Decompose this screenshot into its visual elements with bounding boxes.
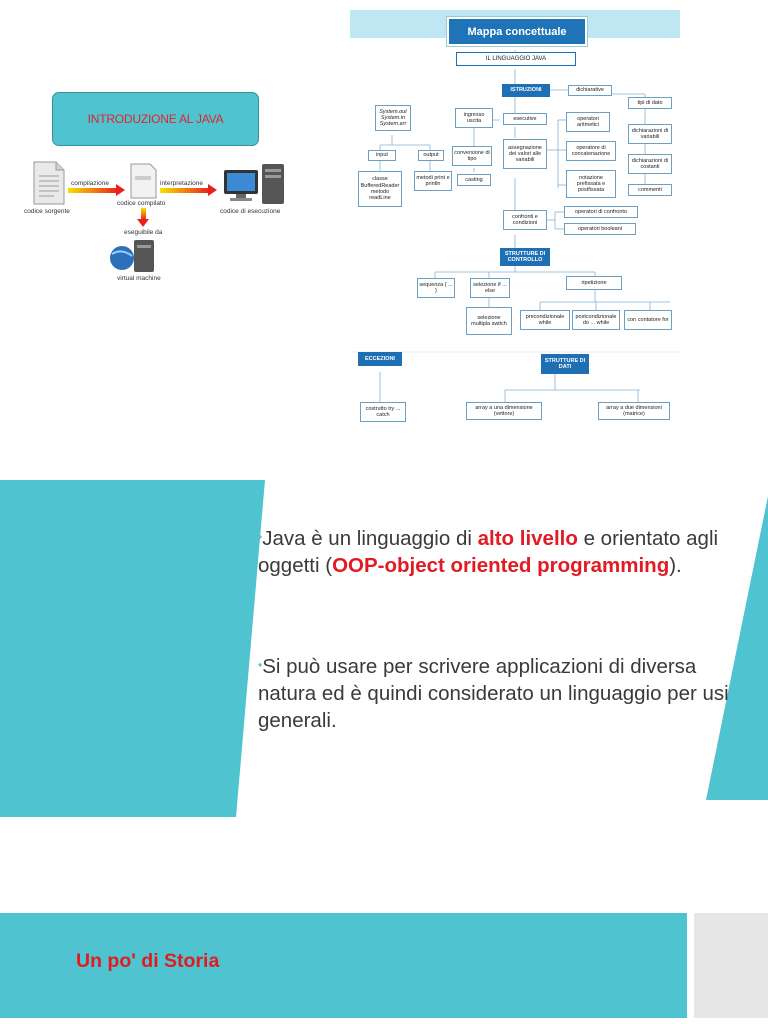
- slide3-title: Un po' di Storia: [76, 950, 219, 973]
- map-node-casting: casting: [457, 174, 491, 186]
- map-node-dichiarazioni-costanti: dichiarazioni di costanti: [628, 154, 672, 174]
- virtual-machine-label: virtual machine: [117, 275, 161, 282]
- compile-arrow: [68, 188, 118, 193]
- map-node-istruzioni: ISTRUZIONI: [502, 84, 550, 97]
- down-arrowhead: [137, 219, 149, 227]
- p1-text-e: ).: [669, 554, 682, 577]
- map-node-ripetizione: ripetizione: [566, 276, 622, 290]
- p1-highlight-alto-livello: alto livello: [478, 527, 578, 550]
- p1-highlight-oop: OOP-object oriented programming: [332, 554, 669, 577]
- map-node-root: IL LINGUAGGIO JAVA: [456, 52, 576, 66]
- codice-compilato-label: codice compilato: [117, 200, 165, 207]
- map-node-operatore-concatenazione: operatore di concatenazione: [566, 141, 616, 161]
- map-node-costrutto: costrutto try ... catch: [360, 402, 406, 422]
- map-node-strutture-dati: STRUTTURE DI DATI: [541, 354, 589, 374]
- codice-sorgente-label: codice sorgente: [24, 208, 70, 215]
- map-node-input: input: [368, 150, 396, 161]
- interpret-arrow: [160, 188, 210, 193]
- map-node-operatori-aritmetici: operatori aritmetici: [566, 112, 610, 132]
- map-node-dichiarazioni-variabili: dichiarazioni di variabili: [628, 124, 672, 144]
- map-node-confronti: confronti e condizioni: [503, 210, 547, 230]
- virtual-machine-icon: [108, 238, 158, 274]
- map-node-tipi-di-dato: tipi di dato: [628, 97, 672, 109]
- document-icon: [30, 160, 66, 206]
- map-node-postcondizionale: postcondizionale do ... while: [572, 310, 620, 330]
- map-node-array-una: array a una dimensione (vettore): [466, 402, 542, 420]
- slide3-side-panel: [694, 913, 768, 1018]
- map-node-selezione: selezione if ... else: [470, 278, 510, 298]
- map-node-esecutive: esecutive: [503, 113, 547, 125]
- interpret-arrowhead: [208, 184, 217, 196]
- map-node-eccezioni: ECCEZIONI: [358, 352, 402, 366]
- map-node-metodi-print: metodi print e println: [414, 171, 452, 191]
- interpretazione-label: interpretazione: [160, 180, 203, 187]
- slide2-body: •Java è un linguaggio di alto livello e …: [258, 524, 738, 734]
- map-node-dichiarative: dichiarative: [568, 85, 612, 96]
- compiled-file-icon: [128, 162, 158, 200]
- map-node-operatori-confronto: operatori di confronto: [564, 206, 638, 218]
- map-node-system: System.out System.in System.err: [375, 105, 411, 131]
- map-node-conversione: conversione di tipo: [452, 146, 492, 166]
- map-node-operatori-booleani: operatori booleani: [564, 223, 636, 235]
- compilazione-label: compilazione: [71, 180, 109, 187]
- map-node-strutture-controllo: STRUTTURE DI CONTROLLO: [500, 248, 550, 266]
- map-node-notazione: notazione prefissata e postfissata: [566, 170, 616, 198]
- map-node-assegnazione: assegnazione dei valori alle variabili: [503, 139, 547, 169]
- codice-esecuzione-label: codice di esecuzione: [220, 208, 280, 215]
- eseguibile-da-label: eseguibile da: [124, 229, 162, 236]
- p1-text-a: Java è un linguaggio di: [262, 527, 477, 550]
- paragraph-uses: •Si può usare per scrivere applicazioni …: [258, 652, 738, 734]
- map-node-array-due: array a due dimensioni (matrice): [598, 402, 670, 420]
- map-node-output: output: [418, 150, 444, 161]
- intro-title-box: INTRODUZIONE AL JAVA: [52, 92, 259, 146]
- map-node-sequenza: sequenza { ... }: [417, 278, 455, 298]
- map-node-ingresso-uscita: ingresso uscita: [455, 108, 493, 128]
- map-node-classe: classe BufferedReader metodo readLine: [358, 171, 402, 207]
- map-node-con-contatore: con contatore for: [624, 310, 672, 330]
- p2-text: Si può usare per scrivere applicazioni d…: [258, 655, 729, 732]
- computer-icon: [222, 160, 286, 208]
- paragraph-java-level: •Java è un linguaggio di alto livello e …: [258, 524, 738, 579]
- compile-arrowhead: [116, 184, 125, 196]
- concept-map-title: Mappa concettuale: [447, 17, 587, 46]
- intro-title: INTRODUZIONE AL JAVA: [88, 112, 224, 126]
- left-teal-shape: [0, 480, 265, 817]
- map-node-commenti: commenti: [628, 184, 672, 196]
- map-node-selezione-multipla: selezione multipla switch: [466, 307, 512, 335]
- map-node-precondizionale: precondizionale while: [520, 310, 570, 330]
